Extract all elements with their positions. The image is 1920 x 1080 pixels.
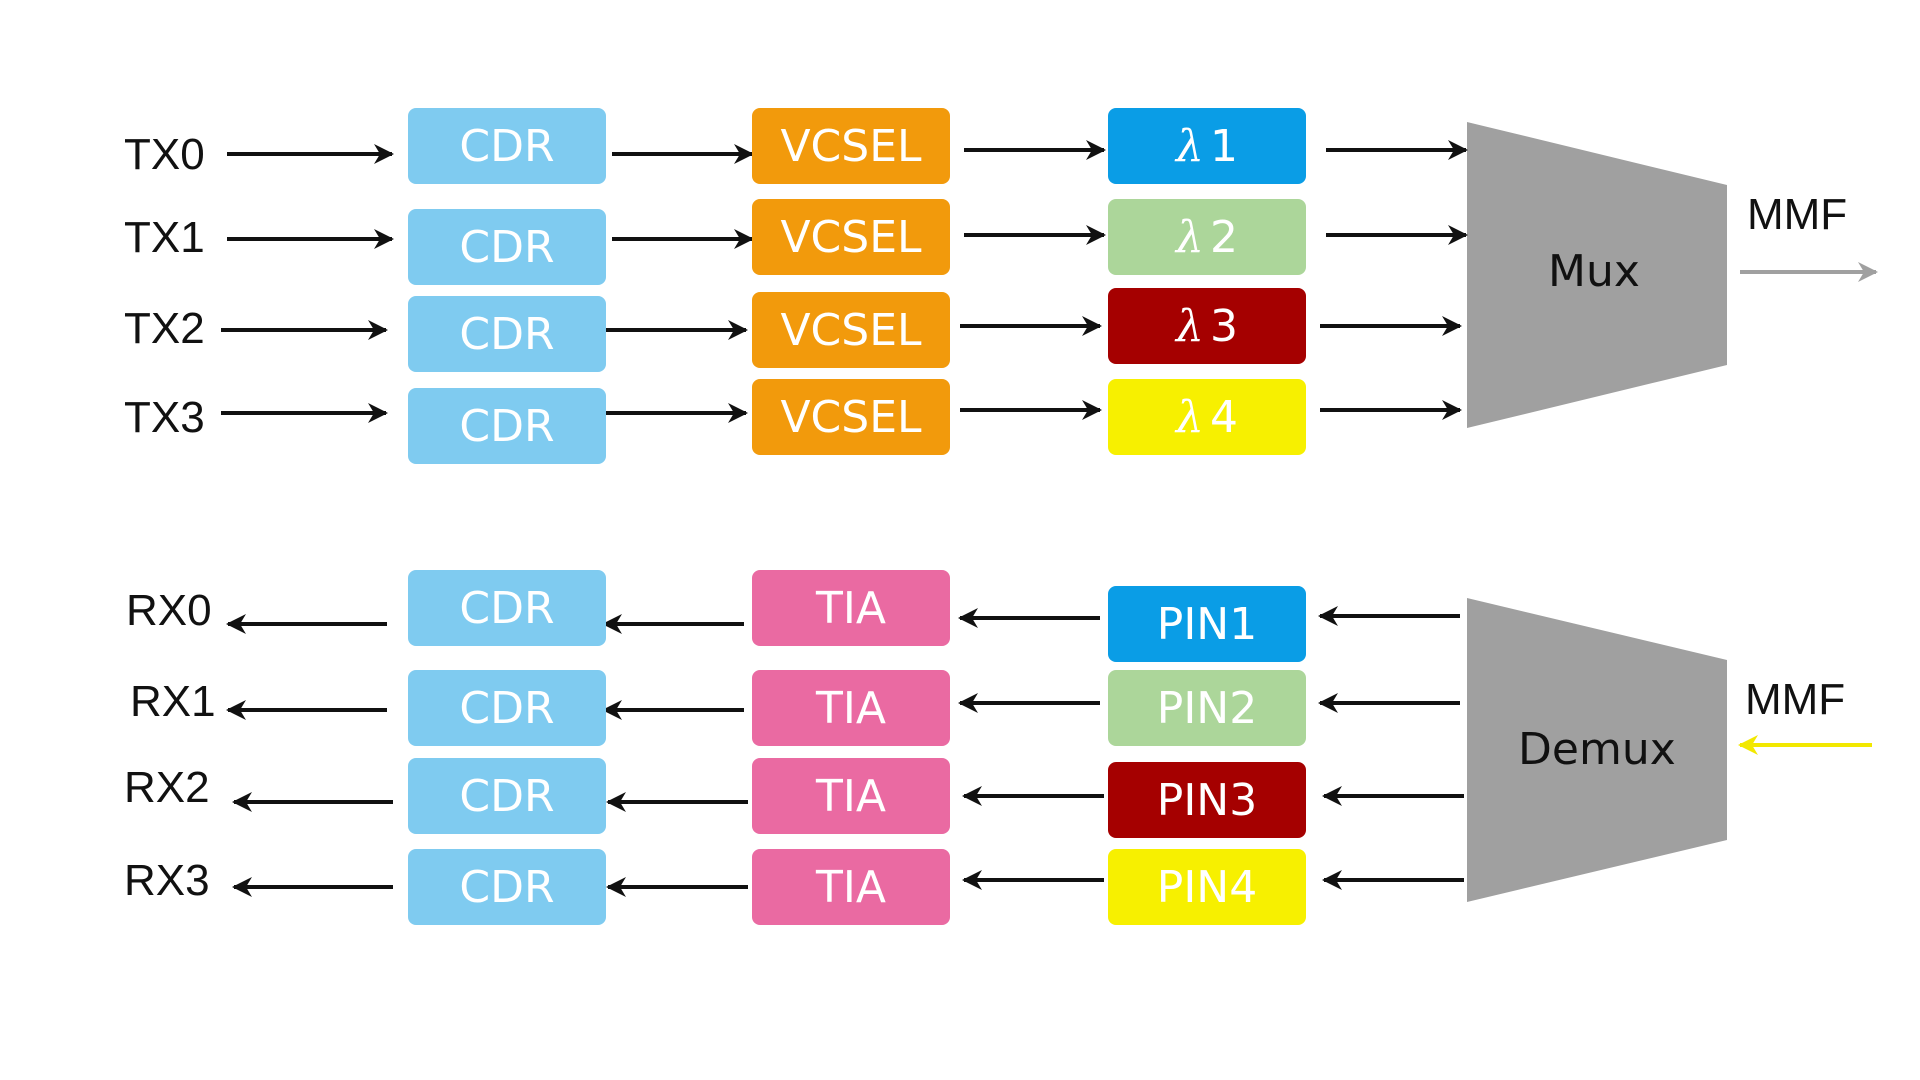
tx-cdr-block-2: CDR [408,296,606,372]
tx3-label: TX3 [124,393,205,442]
tx2-label: TX2 [124,304,205,353]
lambda-number: 1 [1209,120,1238,172]
vcsel-block-0: VCSEL [752,108,950,184]
pin-block-1: PIN1 [1108,586,1306,662]
tia-block-3: TIA [752,849,950,925]
lambda-symbol: λ [1176,391,1204,443]
pin-block-3: PIN3 [1108,762,1306,838]
rx-cdr-block-3: CDR [408,849,606,925]
rx-arrows [226,606,1464,897]
rx1-label: RX1 [130,677,216,726]
mux-label: Mux [1548,246,1640,297]
demux-shape [1467,598,1727,902]
vcsel-block-3: VCSEL [752,379,950,455]
lambda-number: 3 [1209,300,1238,352]
tx0-label: TX0 [124,130,205,179]
tx1-label: TX1 [124,213,205,262]
tia-block-0: TIA [752,570,950,646]
lambda-symbol: λ [1176,300,1204,352]
rx3-label: RX3 [124,856,210,905]
tx-arrows [221,140,1468,423]
tia-block-1: TIA [752,670,950,746]
rx2-label: RX2 [124,763,210,812]
rx-cdr-block-1: CDR [408,670,606,746]
demux-label: Demux [1518,724,1676,775]
rx-cdr-block-0: CDR [408,570,606,646]
lambda-symbol: λ [1176,211,1204,263]
tx-cdr-block-0: CDR [408,108,606,184]
rx-cdr-block-2: CDR [408,758,606,834]
rx0-label: RX0 [126,586,212,635]
tx-fiber-label: MMF [1747,190,1848,239]
rx-fiber-label: MMF [1745,675,1846,724]
vcsel-block-1: VCSEL [752,199,950,275]
lambda-number: 4 [1209,391,1238,443]
tia-block-2: TIA [752,758,950,834]
tx-cdr-block-1: CDR [408,209,606,285]
lambda-number: 2 [1209,211,1238,263]
pin-block-4: PIN4 [1108,849,1306,925]
lambda-symbol: λ [1176,120,1204,172]
tx-cdr-block-3: CDR [408,388,606,464]
vcsel-block-2: VCSEL [752,292,950,368]
mux-shape [1467,122,1727,428]
pin-block-2: PIN2 [1108,670,1306,746]
